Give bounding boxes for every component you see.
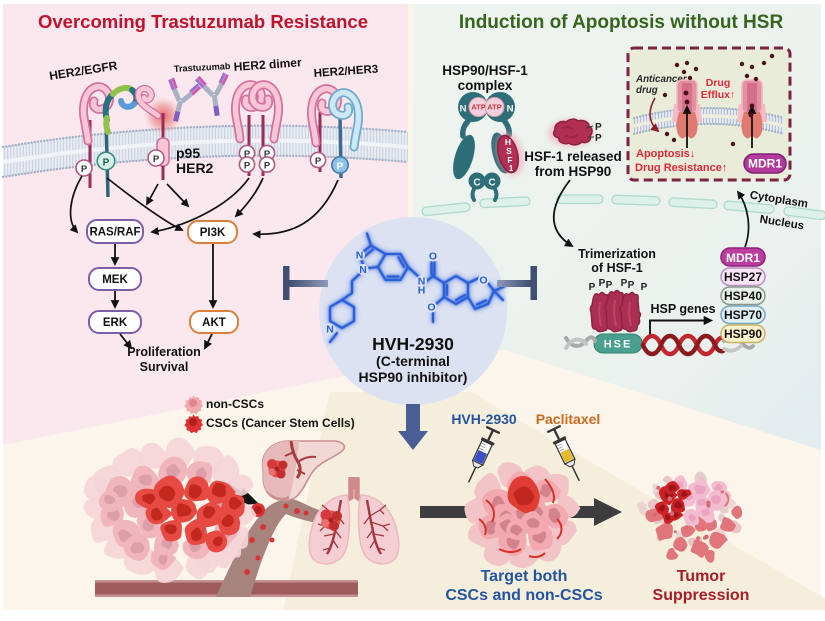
svg-text:N: N <box>507 104 514 115</box>
svg-text:HSP genes: HSP genes <box>650 302 715 316</box>
svg-text:N: N <box>460 104 467 115</box>
svg-text:HSE: HSE <box>604 339 633 351</box>
svg-text:from HSP90: from HSP90 <box>535 164 612 179</box>
svg-text:Target both: Target both <box>481 568 568 585</box>
svg-text:HER2 dimer: HER2 dimer <box>233 55 302 74</box>
svg-text:AKT: AKT <box>202 317 226 329</box>
svg-text:P: P <box>337 162 344 173</box>
svg-text:HVH-2930: HVH-2930 <box>451 411 517 427</box>
svg-text:HSP90/HSF-1: HSP90/HSF-1 <box>442 63 528 78</box>
svg-text:Paclitaxel: Paclitaxel <box>536 411 601 427</box>
svg-text:Drug: Drug <box>706 77 731 89</box>
svg-text:N: N <box>356 250 364 262</box>
svg-text:MDR1: MDR1 <box>748 157 782 171</box>
svg-text:C: C <box>473 178 480 189</box>
svg-text:N: N <box>326 324 334 336</box>
svg-text:Overcoming Trastuzumab Resista: Overcoming Trastuzumab Resistance <box>38 11 368 32</box>
svg-text:HSP90 inhibitor): HSP90 inhibitor) <box>359 369 468 385</box>
svg-text:Proliferation: Proliferation <box>127 345 201 359</box>
svg-text:HSF-1 released: HSF-1 released <box>524 149 622 164</box>
svg-text:P: P <box>264 149 271 160</box>
svg-text:P: P <box>641 282 648 293</box>
svg-text:MEK: MEK <box>102 274 128 286</box>
svg-text:S: S <box>506 146 512 156</box>
svg-text:H: H <box>505 137 511 147</box>
svg-text:P: P <box>153 154 160 165</box>
svg-text:ATP: ATP <box>471 103 485 112</box>
svg-text:CSCs (Cancer Stem Cells): CSCs (Cancer Stem Cells) <box>206 416 355 430</box>
svg-text:P: P <box>244 161 251 172</box>
svg-text:ATP: ATP <box>487 103 501 112</box>
svg-text:P: P <box>599 278 606 289</box>
svg-text:O: O <box>429 251 437 263</box>
svg-text:F: F <box>507 155 512 165</box>
svg-text:complex: complex <box>458 78 513 93</box>
svg-text:HER2: HER2 <box>176 160 214 176</box>
svg-text:P: P <box>264 161 271 172</box>
svg-text:Survival: Survival <box>140 360 189 374</box>
svg-text:Efflux↑: Efflux↑ <box>701 89 735 101</box>
svg-text:CSCs and non-CSCs: CSCs and non-CSCs <box>445 587 602 604</box>
svg-text:P: P <box>621 278 628 289</box>
svg-text:P: P <box>606 280 613 291</box>
svg-text:HSP70: HSP70 <box>724 308 762 322</box>
svg-text:P: P <box>315 156 322 167</box>
svg-text:1: 1 <box>509 164 514 173</box>
svg-text:RAS/RAF: RAS/RAF <box>89 227 140 239</box>
svg-text:Apoptosis↓: Apoptosis↓ <box>636 148 695 160</box>
svg-text:MDR1: MDR1 <box>726 251 760 265</box>
svg-text:non-CSCs: non-CSCs <box>206 397 264 411</box>
svg-text:H: H <box>418 285 426 297</box>
svg-text:P: P <box>103 158 110 169</box>
svg-text:P: P <box>81 164 88 175</box>
svg-text:(C-terminal: (C-terminal <box>376 353 450 369</box>
svg-text:HVH-2930: HVH-2930 <box>372 334 454 354</box>
svg-text:HSP90: HSP90 <box>724 327 762 341</box>
svg-text:P: P <box>595 133 602 144</box>
svg-text:Trimerization: Trimerization <box>578 247 656 261</box>
svg-text:Anticancer: Anticancer <box>635 74 688 85</box>
svg-text:Tumor: Tumor <box>677 568 726 585</box>
svg-text:Drug Resistance↑: Drug Resistance↑ <box>635 162 727 174</box>
svg-text:Suppression: Suppression <box>653 587 750 604</box>
svg-text:HSP40: HSP40 <box>724 289 762 303</box>
svg-text:O: O <box>427 302 435 314</box>
svg-text:N: N <box>418 276 426 288</box>
svg-text:HER2/HER3: HER2/HER3 <box>313 64 378 80</box>
svg-text:p95: p95 <box>176 145 200 161</box>
svg-text:O: O <box>479 275 487 287</box>
svg-text:P: P <box>628 280 635 291</box>
svg-text:P: P <box>244 149 251 160</box>
svg-text:Induction of Apoptosis without: Induction of Apoptosis without HSR <box>459 12 784 33</box>
svg-text:drug: drug <box>636 85 658 96</box>
svg-text:Trastuzumab: Trastuzumab <box>174 61 232 74</box>
svg-text:ERK: ERK <box>103 317 128 329</box>
svg-text:PI3K: PI3K <box>200 227 226 239</box>
svg-text:N: N <box>359 264 367 276</box>
svg-text:P: P <box>589 282 596 293</box>
svg-text:of HSF-1: of HSF-1 <box>591 261 642 275</box>
svg-text:P: P <box>595 122 602 133</box>
svg-text:HSP27: HSP27 <box>724 270 762 284</box>
svg-text:C: C <box>488 178 495 189</box>
